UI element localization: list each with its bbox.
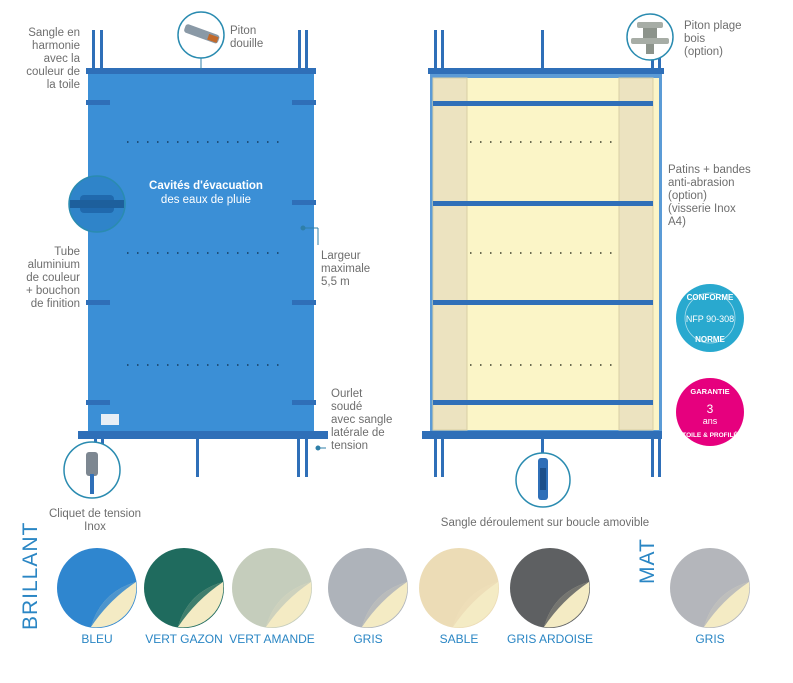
tube-callout [68,175,126,233]
conforme-mid-text: NFP 90-308 [686,314,734,324]
garantie-badge: GARANTIE 3 ans TOILE & PROFILÉ [676,378,744,446]
patins-label: Patins + bandes anti-abrasion (option) (… [668,164,751,228]
cavites-line1: Cavités d'évacuation [149,180,263,192]
swatch-3 [232,548,312,628]
conforme-badge: CONFORME NFP 90-308 NORME [676,284,744,352]
swatch-1 [57,548,137,628]
garantie-unit-text: ans [703,416,718,426]
garantie-bottom-text: TOILE & PROFILÉ [682,430,738,439]
cavites-line2: des eaux de pluie [160,194,252,206]
right-pad [618,77,654,431]
swatch-label-gris: GRIS [353,632,383,646]
top-bar-left [86,68,316,74]
ourlet-label: Ourlet soudé avec sangle latérale de ten… [331,388,393,452]
swatch-label-gris-mat: GRIS [695,632,725,646]
swatch-backing [266,582,312,628]
swatch-5 [419,548,499,628]
cover-logo [101,414,119,425]
swatch-6 [510,548,590,628]
top-bar-right [428,68,664,74]
cream-drain-holes [470,141,615,366]
tube-label: Tube aluminium de couleur + bouchon de f… [25,246,80,310]
swatch-label-bleu: BLEU [81,632,113,646]
swatch-backing [91,582,137,628]
swatch-backing [704,582,750,628]
swatch-label-vert-gazon: VERT GAZON [145,632,223,646]
cliquet-label: Cliquet de tension Inox [48,508,142,533]
swatch-backing [453,582,499,628]
cliquet-callout [63,441,121,499]
swatch-4 [328,548,408,628]
blue-cover [88,74,314,432]
garantie-top-text: GARANTIE [690,387,729,396]
swatch-7 [670,548,750,628]
conforme-top-text: CONFORME [687,293,734,302]
piton-plage-label: Piton plage bois (option) [684,20,742,58]
piton-douille-label: Piton douille [230,25,264,50]
sangle-deroulement-callout [515,452,571,508]
bottom-tube-right [422,431,662,439]
swatch-backing [178,582,224,628]
left-pad [432,77,468,431]
swatch-backing [362,582,408,628]
garantie-num-text: 3 [707,402,714,416]
swatch-2 [144,548,224,628]
conforme-bottom-text: NORME [695,335,725,344]
top-straps-left-cover [92,30,308,70]
sangle-deroulement-label: Sangle déroulement sur boucle amovible [440,517,650,529]
cavites-label: Cavités d'évacuation des eaux de pluie [130,179,282,207]
leader-lines [200,58,326,451]
piton-plage-callout [626,13,674,61]
swatch-backing [544,582,590,628]
bottom-tube-left [78,431,328,439]
swatch-label-vert-amande: VERT AMANDE [229,632,315,646]
swatch-label-gris-ardoise: GRIS ARDOISE [506,632,594,646]
sangle-harmonie-label: Sangle en harmonie avec la couleur de la… [26,27,80,91]
largeur-label: Largeur maximale 5,5 m [321,250,371,288]
piton-douille-callout [177,11,225,59]
swatch-label-sable: SABLE [439,632,479,646]
cross-tubes [433,101,653,405]
